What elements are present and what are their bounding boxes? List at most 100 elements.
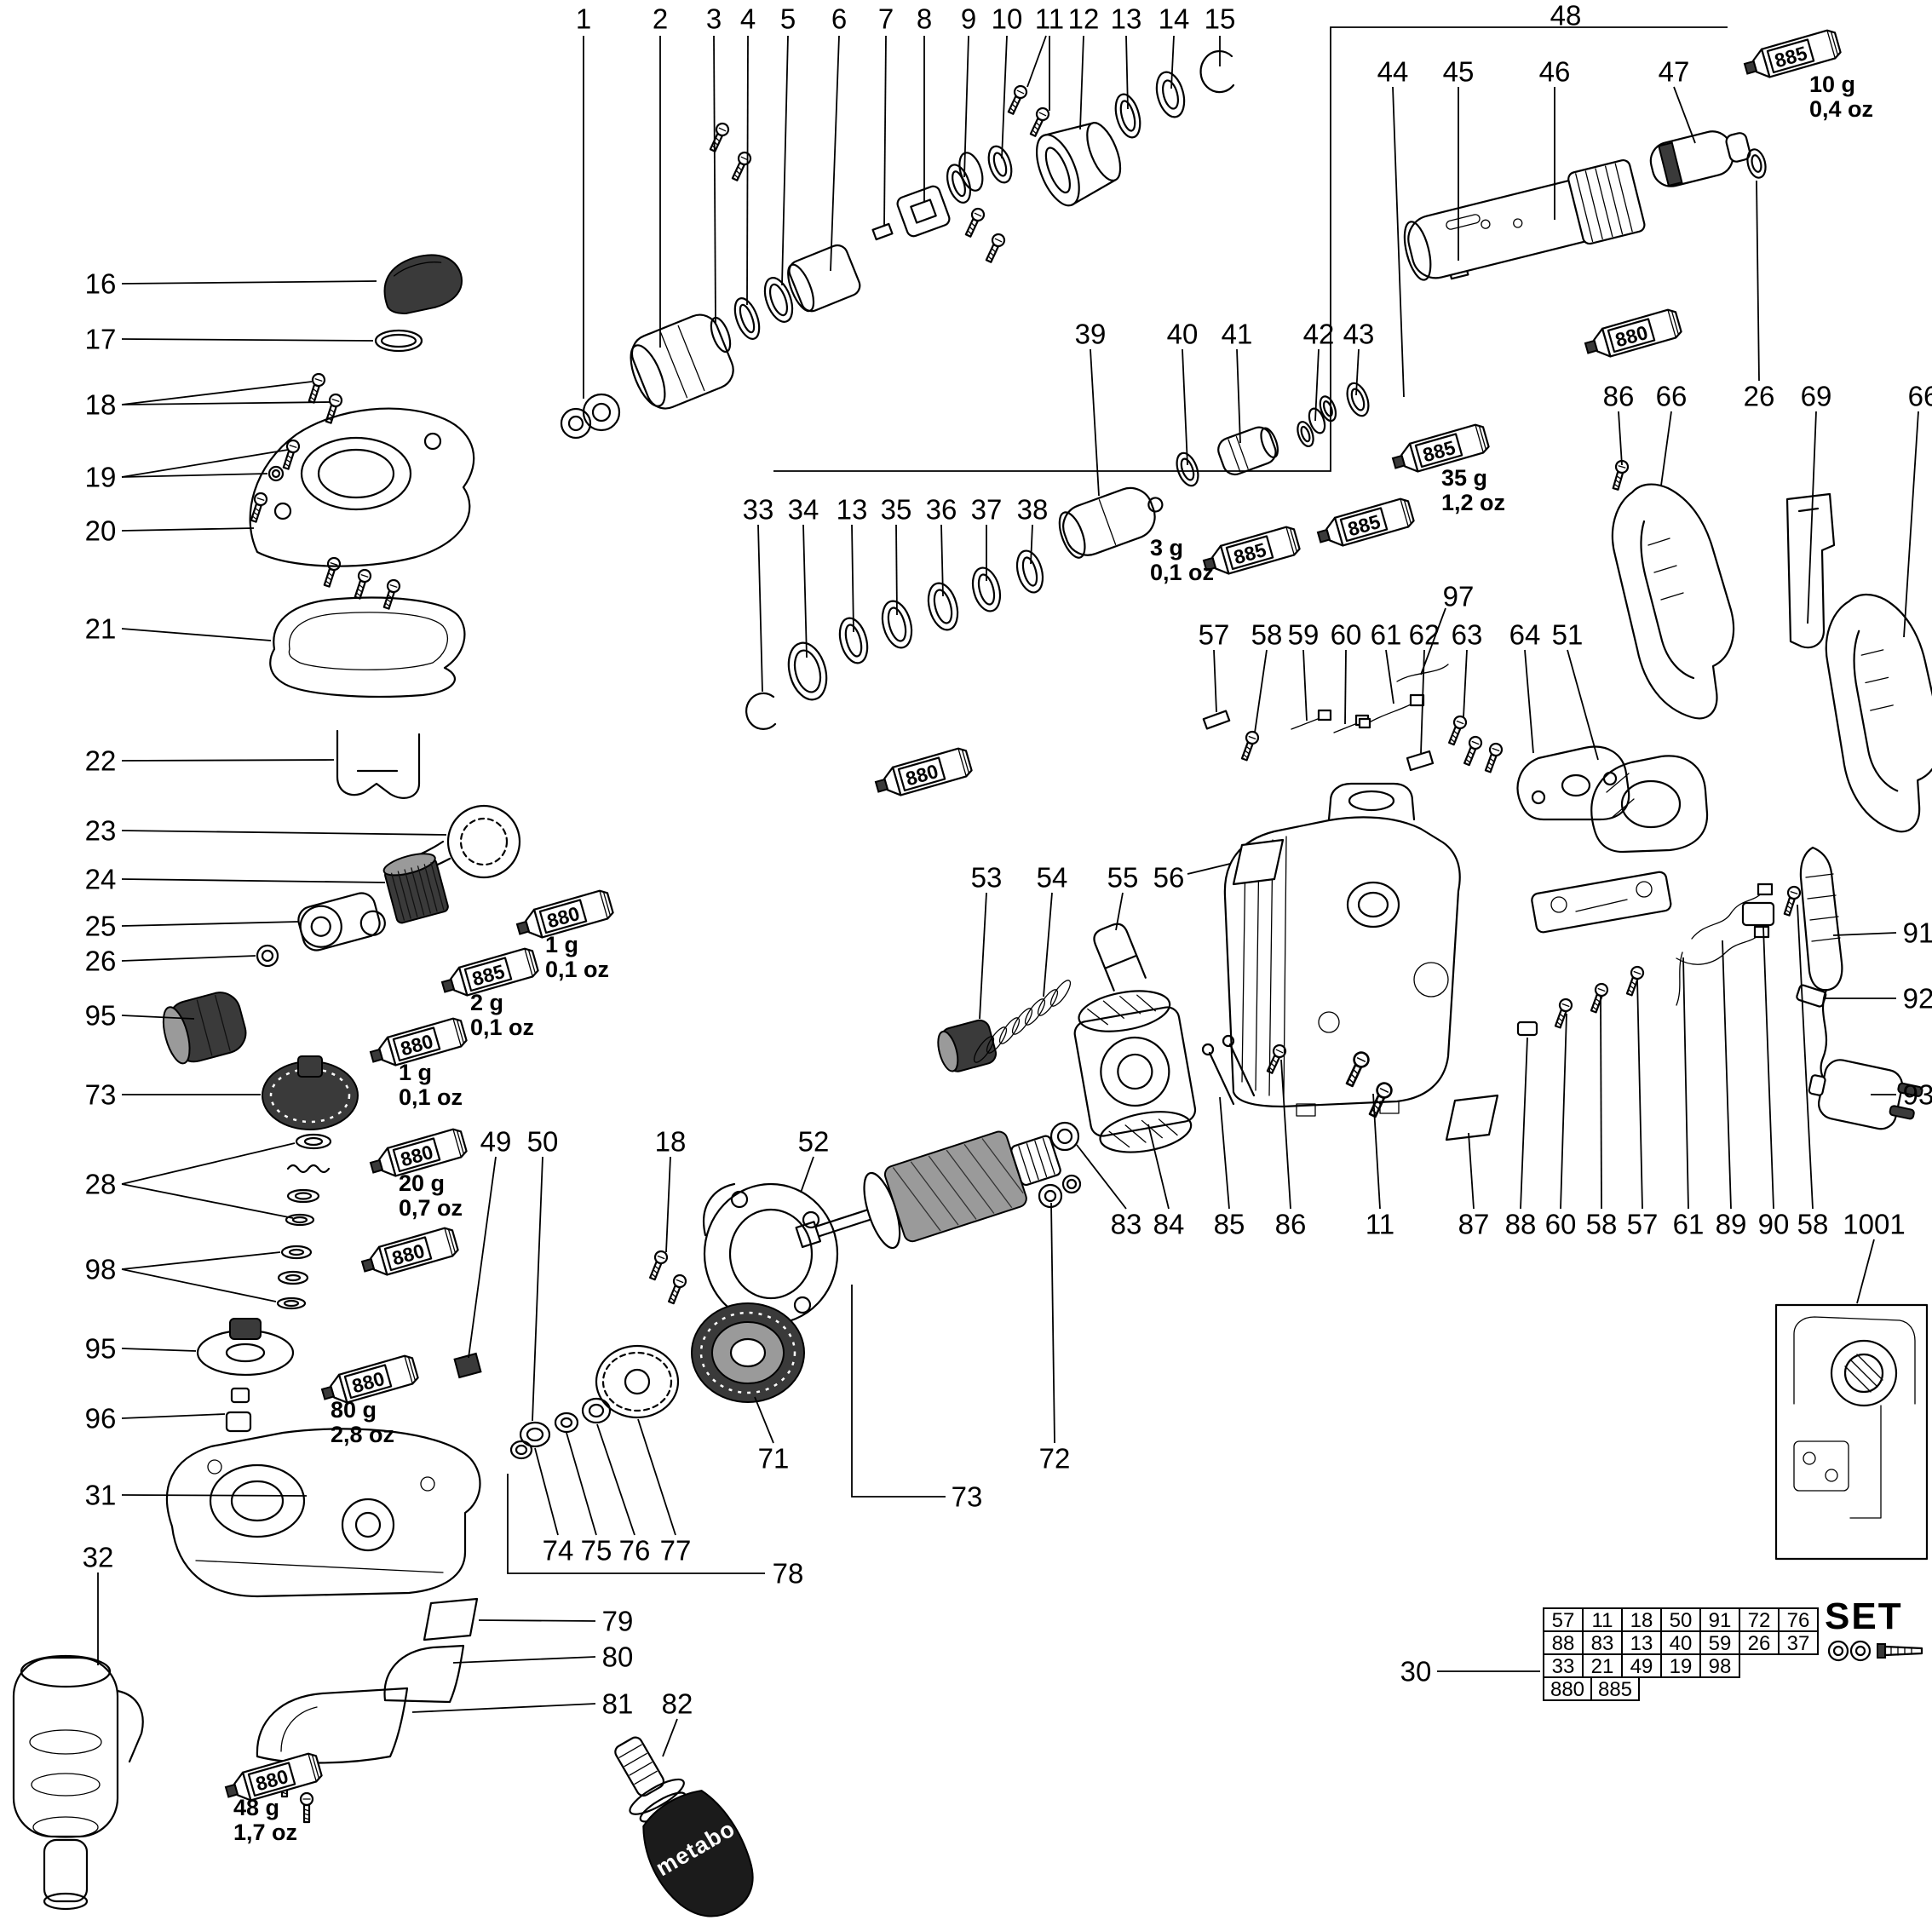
part-left-column: [162, 254, 521, 1598]
leader-79: [478, 1619, 596, 1622]
grease-tube-885-2: 885: [1391, 423, 1490, 473]
tube-nozzle: [1325, 516, 1344, 547]
tube-tip: [1202, 556, 1217, 572]
leader-73: [851, 1285, 946, 1498]
callout-84: 84: [1153, 1209, 1185, 1240]
leader-31: [121, 1494, 308, 1497]
leader-66: [1903, 411, 1919, 638]
callout-58: 58: [1797, 1209, 1829, 1240]
callout-7: 7: [878, 3, 894, 35]
callout-2: 2: [653, 3, 668, 35]
callout-92: 92: [1903, 983, 1932, 1015]
tube-label-box: [392, 1137, 441, 1173]
leader-95: [121, 1015, 195, 1020]
callout-15: 15: [1205, 3, 1236, 35]
set-table-value: 26: [1748, 1632, 1771, 1655]
part-bearing-83: [1049, 1121, 1080, 1152]
callout-74: 74: [543, 1535, 574, 1567]
tube-label-box: [247, 1762, 296, 1797]
callout-24: 24: [85, 864, 117, 895]
grease-amount-oz: 0,7 oz: [399, 1195, 463, 1221]
leader-60: [1560, 1013, 1567, 1210]
tube-label-box: [1225, 535, 1274, 571]
leader-59: [1302, 649, 1308, 722]
set-table-value: 50: [1670, 1609, 1693, 1632]
callout-50: 50: [527, 1126, 559, 1158]
tube-nozzle: [330, 1373, 348, 1404]
set-table-cell: [1778, 1630, 1819, 1655]
leader-78: [507, 1474, 765, 1574]
tube-label-box: [1414, 433, 1463, 469]
callout-10: 10: [992, 3, 1023, 35]
leader-13: [1125, 35, 1129, 110]
leader-57: [1636, 977, 1643, 1210]
callout-79: 79: [602, 1606, 634, 1637]
leader-81: [411, 1703, 596, 1713]
tube-tip: [440, 978, 456, 993]
callout-58: 58: [1251, 619, 1283, 651]
leader-7: [883, 35, 887, 227]
callout-82: 82: [662, 1688, 693, 1720]
leader-71: [754, 1396, 774, 1444]
tube-label-box: [897, 756, 946, 792]
grease-amount-g: 10 g: [1809, 72, 1855, 97]
leader-38: [1030, 524, 1033, 565]
grease-tube-880-5: 880: [874, 747, 973, 796]
grease-tube-880-12: 880: [224, 1752, 323, 1802]
callout-51: 51: [1552, 619, 1584, 651]
set-icons: SET: [1825, 1595, 1923, 1662]
callout-40: 40: [1167, 319, 1199, 350]
part-hammer-tube-rings: [745, 382, 1370, 730]
callout-86: 86: [1275, 1209, 1307, 1240]
leader-52: [800, 1156, 814, 1193]
leader-98: [121, 1251, 281, 1270]
part-switch-small-parts: [1202, 664, 1485, 772]
set-table-value: 13: [1630, 1632, 1653, 1655]
callout-96: 96: [85, 1403, 117, 1434]
tube-label-box: [1766, 38, 1815, 74]
callout-25: 25: [85, 911, 117, 942]
callout-13: 13: [837, 494, 868, 526]
part-gearbox-discs: [453, 1182, 839, 1460]
parts-artwork: metabo SET: [12, 50, 1932, 1917]
callout-93: 93: [1903, 1079, 1932, 1111]
set-table-value: 59: [1709, 1632, 1732, 1655]
grease-amount-g: 2 g: [470, 990, 503, 1015]
callout-91: 91: [1903, 917, 1932, 949]
set-table-value: 83: [1591, 1632, 1614, 1655]
leader-44: [1392, 86, 1405, 398]
grease-amount-g: 1 g: [399, 1060, 432, 1085]
leader-1001: [1856, 1239, 1875, 1304]
callout-41: 41: [1222, 319, 1253, 350]
leader-11: [1372, 1093, 1381, 1210]
tube-tip: [369, 1048, 384, 1063]
part-ring-72b-inner: [1066, 1178, 1078, 1190]
callout-3: 3: [706, 3, 722, 35]
callout-18: 18: [85, 389, 117, 421]
leader-58: [1254, 649, 1268, 733]
tube-nozzle: [1593, 327, 1612, 358]
set-table-value: 21: [1591, 1655, 1614, 1678]
part-rear-handle-right: [1812, 590, 1932, 836]
grease-tube-885-4: 885: [1202, 526, 1301, 575]
grease-tube-880-6: 880: [515, 889, 614, 939]
leader-74: [534, 1447, 559, 1536]
callout-95: 95: [85, 1000, 117, 1032]
callout-37: 37: [971, 494, 1003, 526]
leader-56: [1187, 863, 1231, 875]
callout-87: 87: [1458, 1209, 1490, 1240]
callout-26: 26: [85, 946, 117, 977]
leader-95: [121, 1348, 197, 1352]
callout-6: 6: [831, 3, 847, 35]
grease-amount-g: 48 g: [233, 1795, 279, 1820]
leader-19: [121, 473, 268, 478]
set-table-value: 76: [1787, 1609, 1810, 1632]
callout-32: 32: [83, 1542, 114, 1573]
callout-11: 11: [1035, 3, 1064, 35]
part-wires-switch: [1516, 883, 1827, 1037]
part-front-rings: [560, 244, 861, 440]
leader-48: [773, 26, 1728, 472]
